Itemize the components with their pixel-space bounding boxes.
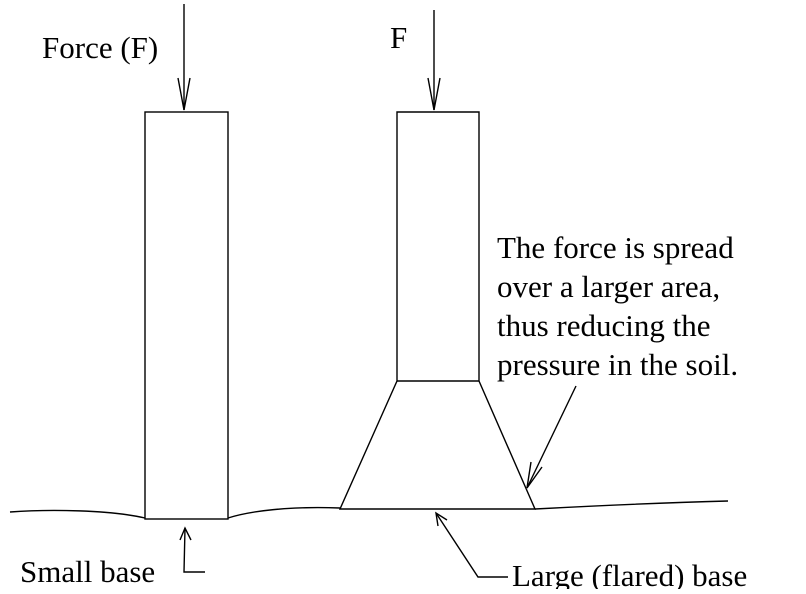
leader-large-base	[435, 511, 508, 578]
ground-line	[227, 506, 341, 519]
ground-line	[534, 500, 729, 510]
force-label-left: Force (F)	[42, 30, 158, 65]
ground-line	[9, 509, 146, 519]
note-line-2: over a larger area,	[497, 269, 720, 304]
column-small-base	[144, 111, 229, 520]
note-line-3: thus reducing the	[497, 308, 711, 343]
note-line-1: The force is spread	[497, 230, 734, 265]
force-label-right: F	[390, 20, 407, 55]
note-line-4: pressure in the soil.	[497, 347, 738, 382]
force-arrow-left	[177, 4, 191, 111]
leader-small-base	[179, 526, 205, 573]
large-base-label: Large (flared) base	[512, 558, 747, 589]
small-base-label: Small base	[20, 554, 155, 589]
pointer-arrow-flare	[526, 385, 577, 489]
force-arrow-right	[427, 10, 441, 111]
